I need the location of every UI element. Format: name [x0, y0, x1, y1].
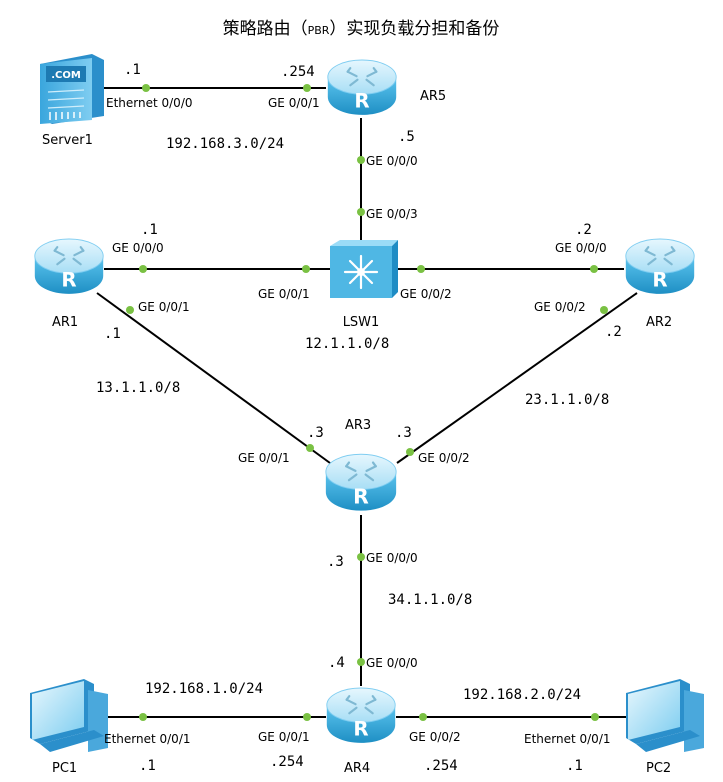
ip-label: .254: [424, 758, 458, 774]
port-label: GE 0/0/0: [366, 656, 418, 670]
pc1-label: PC1: [52, 761, 77, 776]
link-ar2-ar3: [396, 292, 638, 464]
port-labels: Ethernet 0/0/0 GE 0/0/1 GE 0/0/0 GE 0/0/…: [104, 96, 611, 746]
ar5-device[interactable]: AR5: [326, 58, 446, 117]
ar2-label: AR2: [646, 315, 672, 330]
port-label: GE 0/0/1: [268, 96, 320, 110]
port-label: GE 0/0/0: [366, 154, 418, 168]
port-dot: [303, 713, 311, 721]
port-dot: [139, 713, 147, 721]
port-dot: [357, 658, 365, 666]
ip-label: .3: [307, 425, 324, 441]
server-icon: .COM: [40, 54, 104, 124]
port-label: GE 0/0/2: [400, 287, 452, 301]
port-label: GE 0/0/1: [258, 730, 310, 744]
ip-label: .2: [575, 222, 592, 238]
server1-device[interactable]: .COM Server1: [40, 54, 104, 148]
ip-label: .1: [124, 62, 141, 78]
port-label: Ethernet 0/0/1: [524, 732, 611, 746]
port-label: GE 0/0/3: [366, 207, 418, 221]
port-dot: [417, 265, 425, 273]
port-dot: [406, 448, 414, 456]
ip-label: .1: [139, 758, 156, 774]
router-icon: [33, 237, 105, 296]
ip-label: .2: [605, 324, 622, 340]
network-label: 34.1.1.0/8: [388, 592, 472, 608]
port-dot: [357, 553, 365, 561]
ip-label: .1: [141, 222, 158, 238]
ar1-device[interactable]: AR1: [33, 237, 105, 330]
network-label: 192.168.3.0/24: [166, 136, 284, 152]
ip-label: .1: [104, 326, 121, 342]
port-dot: [419, 713, 427, 721]
port-dot: [591, 713, 599, 721]
port-label: GE 0/0/1: [138, 300, 190, 314]
port-label: GE 0/0/2: [409, 730, 461, 744]
network-label: 192.168.2.0/24: [463, 687, 581, 703]
ar1-label: AR1: [52, 315, 78, 330]
ar3-device[interactable]: AR3: [324, 418, 398, 512]
router-icon: [325, 686, 397, 745]
port-label: GE 0/0/1: [238, 451, 290, 465]
link-ar1-ar3: [96, 292, 331, 464]
port-label: GE 0/0/1: [258, 287, 310, 301]
switch-icon: [330, 240, 398, 298]
port-label: GE 0/0/0: [112, 241, 164, 255]
port-dot: [303, 84, 311, 92]
port-label: GE 0/0/0: [366, 551, 418, 565]
network-labels: 192.168.3.0/24 12.1.1.0/8 13.1.1.0/8 23.…: [96, 136, 609, 703]
server-badge-label: .COM: [51, 70, 81, 81]
port-label: GE 0/0/0: [555, 241, 607, 255]
port-dot: [590, 265, 598, 273]
port-dots: [126, 84, 608, 721]
network-label: 192.168.1.0/24: [145, 681, 263, 697]
ar2-device[interactable]: AR2: [624, 237, 696, 330]
diagram-title: 策略路由（PBR）实现负载分担和备份: [223, 19, 500, 39]
port-dot: [600, 306, 608, 314]
port-label: Ethernet 0/0/0: [106, 96, 193, 110]
ip-label: .5: [398, 129, 415, 145]
ip-labels: .1 .254 .5 .1 .2 .1 .2 .3 .3 .3 .4 .1 .2…: [104, 62, 622, 774]
pc-icon: [626, 679, 704, 752]
port-dot: [306, 444, 314, 452]
pc2-device[interactable]: PC2: [626, 679, 704, 776]
lsw1-device[interactable]: LSW1: [330, 240, 398, 330]
port-dot: [302, 265, 310, 273]
port-label: GE 0/0/2: [534, 300, 586, 314]
port-label: GE 0/0/2: [418, 451, 470, 465]
ar4-label: AR4: [344, 761, 370, 776]
pc-icon: [30, 679, 108, 752]
port-label: Ethernet 0/0/1: [104, 732, 191, 746]
network-label: 23.1.1.0/8: [525, 392, 609, 408]
pc1-device[interactable]: PC1: [30, 679, 108, 776]
server1-label: Server1: [42, 133, 93, 148]
ip-label: .254: [281, 64, 315, 80]
ar5-label: AR5: [420, 89, 446, 104]
ar4-device[interactable]: AR4: [325, 686, 397, 776]
port-dot: [142, 84, 150, 92]
router-icon: [326, 58, 398, 117]
port-dot: [139, 265, 147, 273]
ip-label: .254: [270, 754, 304, 770]
ip-label: .3: [395, 425, 412, 441]
pc2-label: PC2: [646, 761, 671, 776]
router-icon: [324, 453, 398, 512]
port-dot: [126, 306, 134, 314]
network-label: 13.1.1.0/8: [96, 380, 180, 396]
ip-label: .3: [327, 554, 344, 570]
port-dot: [357, 156, 365, 164]
network-label: 12.1.1.0/8: [305, 336, 389, 352]
port-dot: [357, 208, 365, 216]
ip-label: .1: [566, 758, 583, 774]
ip-label: .4: [328, 655, 345, 671]
ar3-label: AR3: [345, 418, 371, 433]
lsw1-label: LSW1: [343, 315, 380, 330]
router-icon: [624, 237, 696, 296]
